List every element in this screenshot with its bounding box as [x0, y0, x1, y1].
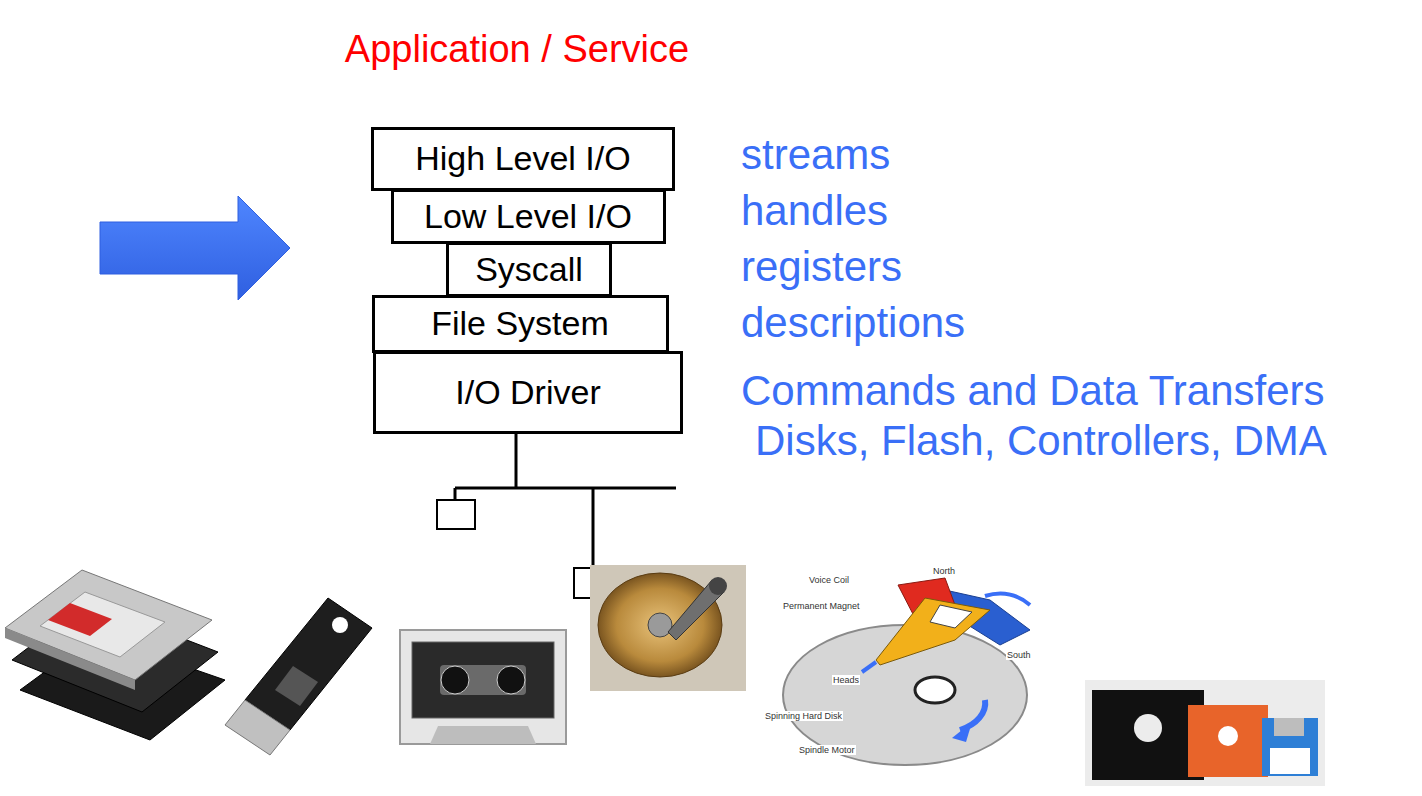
bus-drop	[454, 488, 457, 500]
layer-term: streams	[741, 131, 890, 179]
hard-disk-schematic	[783, 578, 1030, 765]
bus-line	[455, 487, 676, 490]
ssd-picture	[5, 570, 225, 740]
usb-stick-picture	[225, 598, 372, 755]
controller-box	[437, 500, 475, 529]
part-label: Heads	[832, 675, 860, 685]
ssd-label	[40, 592, 165, 657]
floppy-hub	[1134, 714, 1162, 742]
layer-term: registers	[741, 243, 902, 291]
floppy-hub	[1218, 726, 1238, 746]
layer-name: Low Level I/O	[424, 197, 632, 236]
usb-logo	[275, 666, 318, 706]
hard-disk-picture	[590, 565, 746, 691]
floppy-5in	[1188, 705, 1268, 777]
layer-term: Commands and Data Transfers	[741, 367, 1325, 415]
pointer-arrow	[100, 196, 290, 300]
layer-stack-title: Application / Service	[345, 28, 689, 72]
floppy-label	[1270, 748, 1310, 774]
bus-drop	[592, 488, 595, 568]
cassette-reel	[497, 666, 525, 694]
head-tip	[862, 662, 876, 672]
floppy-8in	[1092, 690, 1204, 780]
cassette-reel	[441, 666, 469, 694]
rotation-arrow	[960, 700, 985, 730]
part-label: North	[932, 566, 956, 576]
cassette-picture	[400, 630, 566, 744]
layer-name: File System	[431, 304, 609, 343]
layer-box: Syscall	[446, 242, 612, 297]
floppy-shutter	[1274, 718, 1304, 736]
part-label: Spinning Hard Disk	[764, 711, 843, 721]
layer-term: descriptions	[741, 299, 965, 347]
part-label: Spindle Motor	[798, 745, 856, 755]
layer-box: I/O Driver	[373, 351, 683, 434]
cassette-label	[412, 642, 554, 718]
part-label: Permanent Magnet	[782, 601, 861, 611]
layer-box: High Level I/O	[371, 127, 675, 191]
actuator-arm	[876, 598, 990, 665]
cassette-window	[440, 665, 526, 695]
cassette-bottom	[430, 726, 536, 744]
usb-body	[245, 598, 372, 730]
layer-name: I/O Driver	[455, 373, 600, 412]
layer-name: Syscall	[475, 250, 583, 289]
layer-box: File System	[372, 295, 669, 353]
ssd-case	[5, 570, 212, 680]
floppy-3in	[1262, 718, 1318, 776]
bus-wiring	[455, 433, 676, 583]
photo-ground	[590, 565, 746, 691]
disk-platter	[598, 573, 722, 677]
disk-spindle	[648, 613, 672, 637]
photo-ground	[1085, 680, 1325, 786]
ssd-label	[48, 603, 112, 636]
layer-name: High Level I/O	[415, 139, 630, 178]
rotation-head	[952, 722, 972, 742]
device-term: Disks, Flash, Controllers, DMA	[755, 417, 1327, 465]
voice-coil	[930, 605, 972, 628]
schematic-spindle	[915, 677, 955, 703]
disk-pivot	[709, 577, 727, 595]
usb-hole	[332, 617, 348, 633]
part-label: South	[1006, 650, 1032, 660]
bus-drop	[515, 433, 518, 488]
floppy-picture	[1085, 680, 1325, 786]
cassette-body	[400, 630, 566, 744]
layer-box: Low Level I/O	[391, 189, 666, 244]
swing-arrow	[985, 593, 1030, 605]
part-label: Voice Coil	[808, 575, 850, 585]
usb-plug	[225, 700, 290, 755]
layer-term: handles	[741, 187, 888, 235]
